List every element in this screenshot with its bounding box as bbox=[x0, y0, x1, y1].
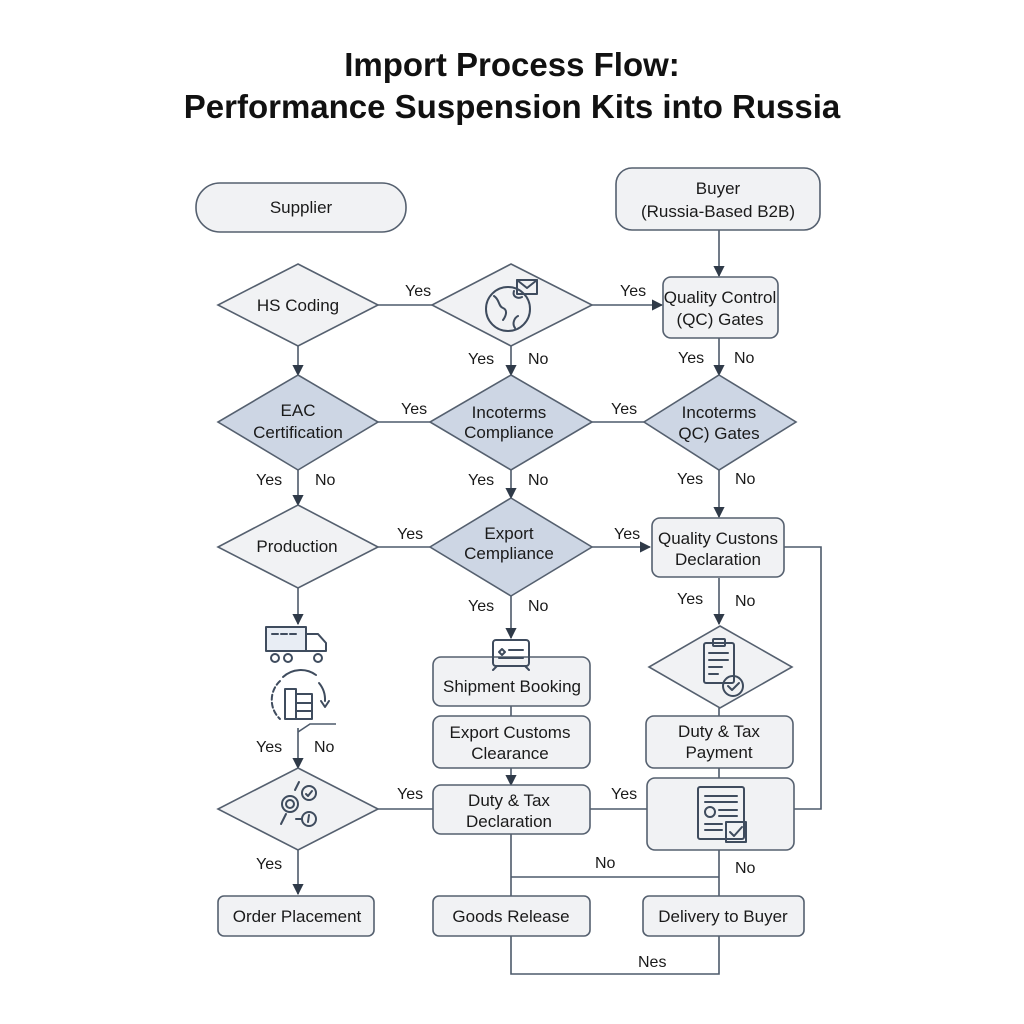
edge-label: Yes bbox=[677, 591, 703, 608]
edge-label: No bbox=[734, 350, 755, 367]
node-qc-gates-label-1: Quality Control bbox=[664, 288, 776, 307]
node-incoterms-qc-label-1: Incoterms bbox=[682, 403, 757, 422]
edge-label: Yes bbox=[468, 351, 494, 368]
node-production[interactable]: Production bbox=[216, 504, 380, 589]
node-hs-coding[interactable]: HS Coding bbox=[216, 263, 380, 347]
globe-mail-icon bbox=[485, 279, 538, 332]
edge-release-delivery-loop bbox=[510, 936, 720, 975]
node-document-check[interactable] bbox=[646, 777, 795, 851]
edges bbox=[292, 230, 822, 975]
node-duty-declaration-label-1: Duty & Tax bbox=[468, 791, 550, 810]
node-incoterms-compliance[interactable]: Incoterms Compliance bbox=[428, 374, 594, 471]
node-order-placement-label: Order Placement bbox=[233, 907, 362, 926]
edge-label: Nes bbox=[638, 954, 666, 971]
node-buyer-label-1: Buyer bbox=[696, 179, 741, 198]
node-eac-label-1: EAC bbox=[281, 401, 316, 420]
node-quality-customs-declaration[interactable]: Quality Custons Declaration bbox=[651, 517, 785, 578]
node-quality-customs-label-1: Quality Custons bbox=[658, 529, 778, 548]
node-shipment-booking[interactable]: Shipment Booking bbox=[432, 639, 591, 707]
node-duty-payment-label-2: Payment bbox=[685, 743, 752, 762]
node-supplier[interactable]: Supplier bbox=[195, 182, 407, 233]
edge-customs-loop-right bbox=[784, 546, 822, 810]
clipboard-check-icon bbox=[703, 638, 744, 697]
node-incoterms-qc-label-2: QC) Gates bbox=[678, 424, 759, 443]
edge-label: No bbox=[735, 593, 756, 610]
node-qc-gates-label-2: (QC) Gates bbox=[677, 310, 764, 329]
edge-label: Yes bbox=[611, 401, 637, 418]
truck-icon bbox=[265, 626, 327, 663]
edge-label: No bbox=[528, 472, 549, 489]
node-shipment-booking-label: Shipment Booking bbox=[443, 677, 581, 696]
node-buyer[interactable]: Buyer (Russia-Based B2B) bbox=[615, 167, 821, 231]
node-export-customs-label-2: Clearance bbox=[471, 744, 549, 763]
edge-label: Yes bbox=[397, 786, 423, 803]
edge-label: Yes bbox=[678, 350, 704, 367]
edge-label: No bbox=[315, 472, 336, 489]
edge-label: Yes bbox=[620, 283, 646, 300]
node-hs-coding-label: HS Coding bbox=[257, 296, 339, 315]
edge-labels: Yes Yes Yes No Yes No Yes Yes Yes No Yes… bbox=[256, 283, 756, 971]
node-quality-customs-label-2: Declaration bbox=[675, 550, 761, 569]
diagram-title-line-1: Import Process Flow: bbox=[344, 46, 680, 83]
node-duty-tax-declaration[interactable]: Duty & Tax Declaration bbox=[432, 784, 591, 835]
node-buyer-label-2: (Russia-Based B2B) bbox=[641, 202, 795, 221]
edge-label: No bbox=[314, 739, 335, 756]
cycle-documents-icon bbox=[270, 669, 330, 720]
edge-cycle-no-branch bbox=[297, 723, 336, 733]
edge-label: Yes bbox=[677, 471, 703, 488]
magnifier-inspection-icon bbox=[280, 781, 317, 827]
node-duty-declaration-label-2: Declaration bbox=[466, 812, 552, 831]
edge-label: No bbox=[735, 860, 756, 877]
node-delivery-to-buyer[interactable]: Delivery to Buyer bbox=[642, 895, 805, 937]
edge-label: Yes bbox=[401, 401, 427, 418]
node-supplier-label: Supplier bbox=[270, 198, 333, 217]
edge-label: Yes bbox=[405, 283, 431, 300]
edge-label: Yes bbox=[397, 526, 423, 543]
edge-label: No bbox=[735, 471, 756, 488]
edge-label: No bbox=[528, 598, 549, 615]
nodes: Supplier Buyer (Russia-Based B2B) HS Cod… bbox=[195, 167, 821, 937]
node-export-compliance[interactable]: Export Cempliance bbox=[428, 497, 594, 597]
edge-label: Yes bbox=[256, 739, 282, 756]
node-qc-gates[interactable]: Quality Control (QC) Gates bbox=[662, 276, 779, 339]
node-inspection-decision[interactable] bbox=[216, 767, 380, 851]
edge-label: No bbox=[528, 351, 549, 368]
message-icon bbox=[492, 639, 530, 671]
node-production-label: Production bbox=[256, 537, 337, 556]
edge-label: Yes bbox=[468, 472, 494, 489]
edge-label: Yes bbox=[256, 856, 282, 873]
diagram-title-line-2: Performance Suspension Kits into Russia bbox=[183, 88, 841, 125]
edge-label: Yes bbox=[611, 786, 637, 803]
node-export-label-1: Export bbox=[484, 524, 533, 543]
node-eac-label-2: Certification bbox=[253, 423, 343, 442]
node-delivery-label: Delivery to Buyer bbox=[658, 907, 788, 926]
node-duty-tax-payment[interactable]: Duty & Tax Payment bbox=[645, 715, 794, 769]
node-export-customs-label-1: Export Customs bbox=[450, 723, 571, 742]
node-eac-certification[interactable]: EAC Certification bbox=[216, 374, 380, 471]
node-globe-decision[interactable] bbox=[430, 263, 594, 347]
edge-label: Yes bbox=[256, 472, 282, 489]
node-clipboard-decision[interactable] bbox=[647, 625, 794, 709]
node-duty-payment-label-1: Duty & Tax bbox=[678, 722, 760, 741]
node-order-placement[interactable]: Order Placement bbox=[217, 895, 375, 937]
node-incoterms-label-1: Incoterms bbox=[472, 403, 547, 422]
node-export-label-2: Cempliance bbox=[464, 544, 554, 563]
node-goods-release-label: Goods Release bbox=[452, 907, 569, 926]
node-incoterms-label-2: Compliance bbox=[464, 423, 554, 442]
document-check-icon bbox=[697, 786, 747, 843]
node-goods-release[interactable]: Goods Release bbox=[432, 895, 591, 937]
edge-label: No bbox=[595, 855, 616, 872]
edge-label: Yes bbox=[614, 526, 640, 543]
edge-label: Yes bbox=[468, 598, 494, 615]
node-export-customs-clearance[interactable]: Export Customs Clearance bbox=[432, 715, 591, 769]
node-incoterms-qc-gates[interactable]: Incoterms QC) Gates bbox=[642, 374, 798, 471]
